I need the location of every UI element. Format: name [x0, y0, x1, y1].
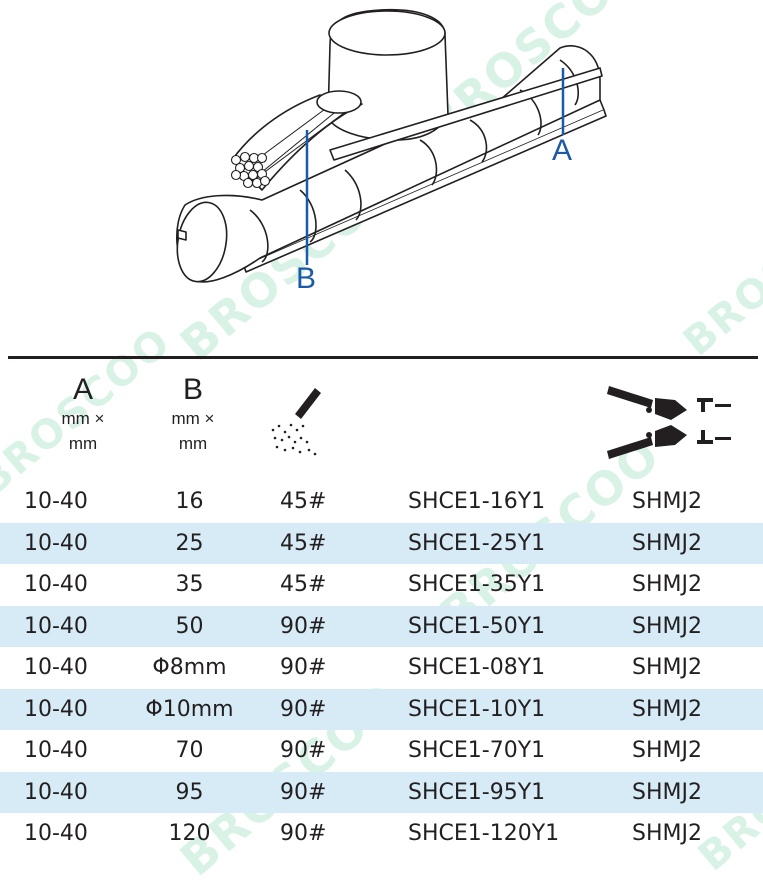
column-header-b-unit: mm — [178, 434, 208, 453]
label-b: B — [296, 262, 317, 295]
cell-tool: SHMJ2 — [632, 738, 702, 763]
cell-a: 10-40 — [24, 530, 88, 556]
cell-a: 10-40 — [24, 572, 88, 597]
table-row: 10-40 Φ10mm 90# SHCE1-10Y1 SHMJ2 — [0, 688, 763, 730]
cell-product-code: SHCE1-120Y1 — [408, 821, 560, 846]
table-row: 10-40 Φ8mm 90# SHCE1-08Y1 SHMJ2 — [0, 647, 763, 689]
label-a: A — [552, 134, 573, 167]
cell-a: 10-40 — [24, 738, 88, 763]
table-row: 10-40 50 90# SHCE1-50Y1 SHMJ2 — [0, 605, 763, 647]
cell-tool: SHMJ2 — [632, 489, 702, 514]
table-row: 10-40 95 90# SHCE1-95Y1 SHMJ2 — [0, 771, 763, 813]
cell-product-code: SHCE1-95Y1 — [408, 779, 546, 805]
table-row: 10-40 25 45# SHCE1-25Y1 SHMJ2 — [0, 522, 763, 564]
column-header-a: A mm × mm — [38, 374, 128, 456]
cell-grit: 90# — [280, 779, 327, 805]
crimping-pliers-icon — [607, 386, 731, 459]
cell-b: Φ10mm — [145, 696, 234, 722]
cell-a: 10-40 — [24, 613, 88, 639]
cell-b: 95 — [175, 779, 204, 805]
cell-product-code: SHCE1-50Y1 — [408, 613, 546, 639]
cell-tool: SHMJ2 — [632, 572, 702, 597]
column-header-b: B mm × mm — [148, 374, 238, 456]
cell-tool: SHMJ2 — [632, 821, 702, 846]
cell-tool: SHMJ2 — [632, 613, 702, 639]
column-header-a-unit: mm — [68, 434, 98, 453]
table-row: 10-40 16 45# SHCE1-16Y1 SHMJ2 — [0, 481, 763, 523]
cell-grit: 45# — [280, 489, 327, 514]
cell-product-code: SHCE1-70Y1 — [408, 738, 546, 763]
table-row: 10-40 35 45# SHCE1-35Y1 SHMJ2 — [0, 564, 763, 606]
cell-grit: 90# — [280, 613, 327, 639]
cell-product-code: SHCE1-16Y1 — [408, 489, 546, 514]
column-header-b-unit: mm × — [171, 409, 215, 428]
cell-grit: 90# — [280, 821, 327, 846]
cell-grit: 90# — [280, 655, 327, 680]
cell-b: Φ8mm — [152, 655, 227, 680]
cell-a: 10-40 — [24, 489, 88, 514]
cutting-blade-icon — [271, 388, 321, 456]
cell-grit: 45# — [280, 572, 327, 597]
cell-tool: SHMJ2 — [632, 696, 702, 722]
column-header-b-letter: B — [182, 373, 203, 406]
cell-grit: 45# — [280, 530, 327, 556]
cell-product-code: SHCE1-25Y1 — [408, 530, 546, 556]
table-row: 10-40 70 90# SHCE1-70Y1 SHMJ2 — [0, 730, 763, 772]
table-row: 10-40 120 90# SHCE1-120Y1 SHMJ2 — [0, 813, 763, 855]
cell-a: 10-40 — [24, 821, 88, 846]
cell-tool: SHMJ2 — [632, 530, 702, 556]
cell-b: 35 — [175, 572, 204, 597]
cell-tool: SHMJ2 — [632, 779, 702, 805]
cell-b: 70 — [175, 738, 204, 763]
header-divider — [8, 356, 758, 359]
cell-a: 10-40 — [24, 779, 88, 805]
cell-a: 10-40 — [24, 655, 88, 680]
cell-b: 16 — [175, 489, 204, 514]
cell-b: 25 — [175, 530, 204, 556]
column-header-a-letter: A — [72, 373, 93, 406]
cell-grit: 90# — [280, 738, 327, 763]
cell-product-code: SHCE1-08Y1 — [408, 655, 546, 680]
connector-illustration — [176, 8, 607, 283]
cell-a: 10-40 — [24, 696, 88, 722]
cell-b: 120 — [168, 821, 211, 846]
cell-product-code: SHCE1-10Y1 — [408, 696, 546, 722]
cell-grit: 90# — [280, 696, 327, 722]
cell-b: 50 — [175, 613, 204, 639]
cell-tool: SHMJ2 — [632, 655, 702, 680]
column-header-a-unit: mm × — [61, 409, 105, 428]
watermark: BROSCOO — [675, 178, 763, 366]
cell-product-code: SHCE1-35Y1 — [408, 572, 546, 597]
